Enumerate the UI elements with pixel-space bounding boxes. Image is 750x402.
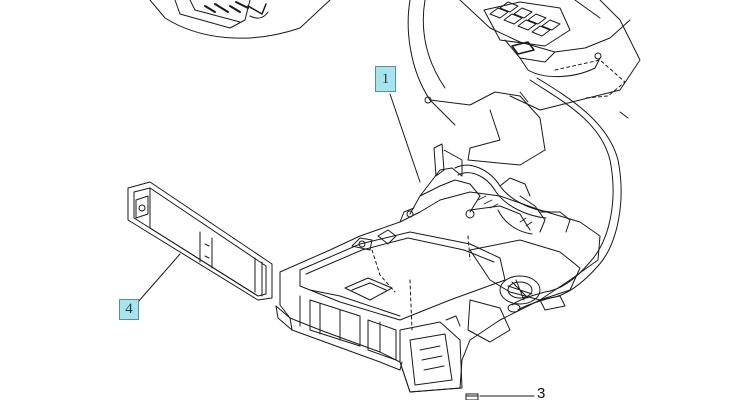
hvac-unit-assembly xyxy=(275,143,601,400)
hose-right xyxy=(507,77,622,313)
cab-panel-top-right xyxy=(407,0,641,166)
filter-element xyxy=(127,181,273,301)
callout-part-1[interactable]: 1 xyxy=(375,66,396,92)
callout-part-4[interactable]: 4 xyxy=(119,299,139,320)
callout-part-3[interactable]: 3 xyxy=(537,385,546,402)
leader-line-4 xyxy=(137,253,181,303)
leader-line-1 xyxy=(389,93,421,183)
detail-inset-top-left xyxy=(149,0,331,39)
